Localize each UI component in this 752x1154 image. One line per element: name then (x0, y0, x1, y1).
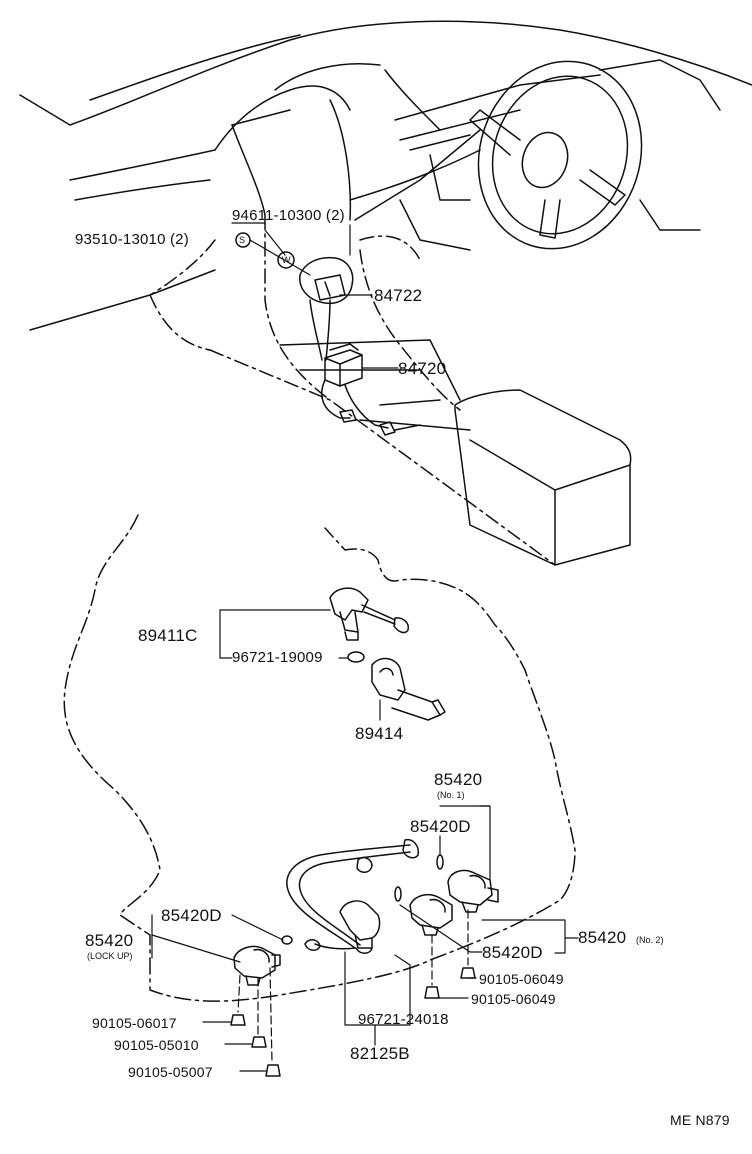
label-89411c: 89411C (138, 626, 198, 645)
label-90105-06049-b: 90105-06049 (471, 991, 556, 1007)
leader-lines-bottom (151, 805, 579, 1072)
label-82125b: 82125B (350, 1044, 410, 1063)
steering-wheel (469, 59, 721, 250)
label-96721-19009: 96721-19009 (232, 649, 323, 666)
w-mark-label: W (282, 255, 291, 265)
label-85420d-top: 85420D (410, 817, 471, 836)
transmission-outline (63, 514, 576, 1002)
harness-82125b-drawing (286, 838, 420, 954)
leader-89411c (219, 609, 381, 721)
speed-sensor-89411c-drawing (329, 587, 410, 663)
label-90105-06049-a: 90105-06049 (479, 971, 564, 987)
label-85420-left: 85420 (85, 931, 134, 950)
label-85420-no1: (No. 1) (437, 790, 465, 800)
label-94611-10300: 94611-10300 (2) (232, 207, 345, 224)
label-89414: 89414 (355, 724, 404, 743)
label-85420-right: 85420 (578, 928, 627, 947)
dashboard-outline (19, 20, 752, 566)
sensor-84722-drawing (299, 256, 354, 361)
bolt-guide-lines (237, 909, 469, 1063)
solenoid-no2-drawing (394, 886, 453, 936)
s-mark-circle (235, 232, 251, 248)
solenoid-no1-drawing (436, 854, 499, 913)
s-mark-label: S (239, 235, 246, 245)
label-90105-05010: 90105-05010 (114, 1037, 199, 1053)
label-lockup: (LOCK UP) (87, 951, 133, 961)
leader-lines-top (231, 222, 399, 369)
label-85420-top: 85420 (434, 770, 483, 789)
diagram-reference-code: ME N879 (670, 1112, 730, 1128)
module-84720-drawing (321, 343, 396, 436)
label-93510-13010: 93510-13010 (2) (75, 231, 189, 248)
label-84720: 84720 (398, 359, 447, 378)
w-mark-circle (277, 251, 295, 269)
label-84722: 84722 (374, 286, 423, 305)
label-85420d-right: 85420D (482, 943, 543, 962)
label-96721-24018: 96721-24018 (358, 1011, 449, 1028)
sensor-89414-drawing (371, 657, 446, 721)
label-no2: (No. 2) (636, 935, 664, 945)
solenoid-lockup-drawing (233, 935, 293, 986)
label-90105-05007: 90105-05007 (128, 1064, 213, 1080)
label-85420d-left: 85420D (161, 906, 222, 925)
console-box (454, 389, 632, 566)
label-90105-06017: 90105-06017 (92, 1015, 177, 1031)
